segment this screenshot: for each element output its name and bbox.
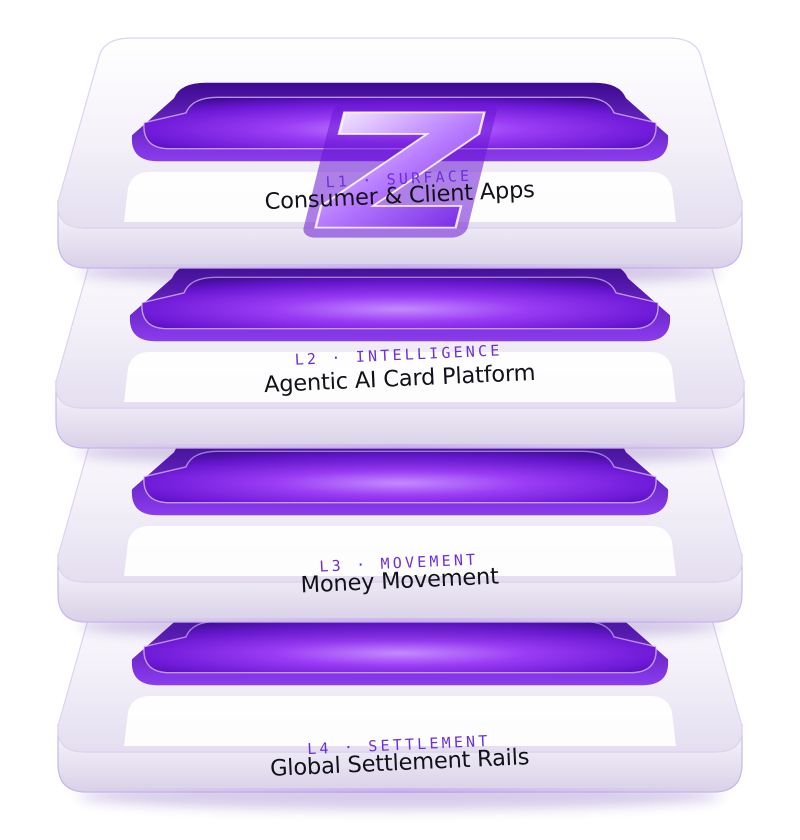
tier-label-plate [124, 352, 676, 402]
tier-edge-glow [86, 445, 714, 448]
tier-well-highlight [143, 96, 657, 150]
tier-edge-glow [88, 265, 712, 268]
z-logo-icon [303, 102, 497, 238]
tier-well [141, 277, 659, 329]
tier-well-highlight [141, 276, 659, 330]
tier-label-plate [124, 696, 676, 746]
tier-label-plate [124, 526, 676, 576]
tier-edge-glow [88, 789, 712, 792]
tier-edge-glow [88, 619, 712, 622]
